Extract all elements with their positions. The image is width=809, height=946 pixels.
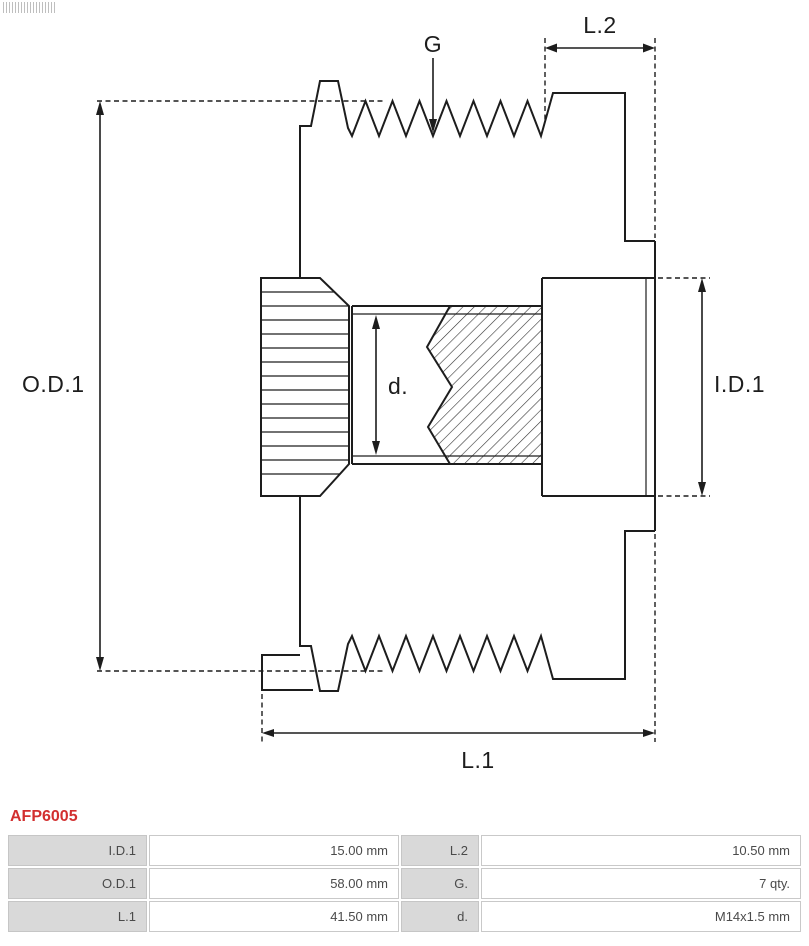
inner-bore	[541, 277, 655, 497]
spec-val-od1: 58.00 mm	[149, 868, 399, 899]
dimension-l2: L.2	[544, 12, 656, 238]
dimension-od1: O.D.1	[22, 100, 383, 672]
label-od1: O.D.1	[22, 371, 85, 397]
pulley-top-profile	[299, 80, 655, 278]
dimension-id1: I.D.1	[658, 277, 765, 497]
label-g: G	[424, 31, 442, 57]
part-number: AFP6005	[10, 808, 78, 825]
pulley-bottom-left-step	[261, 654, 313, 691]
label-d: d.	[388, 373, 408, 399]
pulley-bottom-profile	[299, 496, 655, 692]
label-l1: L.1	[461, 747, 494, 773]
spec-key-l2: L.2	[401, 835, 479, 866]
pulley-technical-diagram: O.D.1 L.2 G I.D.1 d. L.1	[22, 12, 765, 773]
dimension-l1: L.1	[261, 534, 656, 773]
spec-val-g: 7 qty.	[481, 868, 801, 899]
spec-key-g: G.	[401, 868, 479, 899]
threaded-bore	[351, 305, 542, 465]
spec-val-id1: 15.00 mm	[149, 835, 399, 866]
spec-key-d: d.	[401, 901, 479, 932]
spec-key-od1: O.D.1	[8, 868, 147, 899]
dimension-d: d.	[372, 315, 408, 455]
label-l2: L.2	[583, 12, 616, 38]
leader-g: G	[424, 31, 442, 133]
corner-barcode-artifact	[3, 2, 55, 13]
spec-key-l1: L.1	[8, 901, 147, 932]
spec-val-l2: 10.50 mm	[481, 835, 801, 866]
label-id1: I.D.1	[714, 371, 765, 397]
knurled-hub	[260, 277, 350, 497]
thread-break-line	[425, 305, 454, 465]
spec-val-l1: 41.50 mm	[149, 901, 399, 932]
pulley-outline	[261, 80, 656, 692]
knurl-hatching	[261, 291, 349, 475]
spec-table: I.D.1 15.00 mm L.2 10.50 mm O.D.1 58.00 …	[8, 835, 801, 932]
spec-val-d: M14x1.5 mm	[481, 901, 801, 932]
spec-key-id1: I.D.1	[8, 835, 147, 866]
thread-hatch-area	[427, 306, 542, 464]
